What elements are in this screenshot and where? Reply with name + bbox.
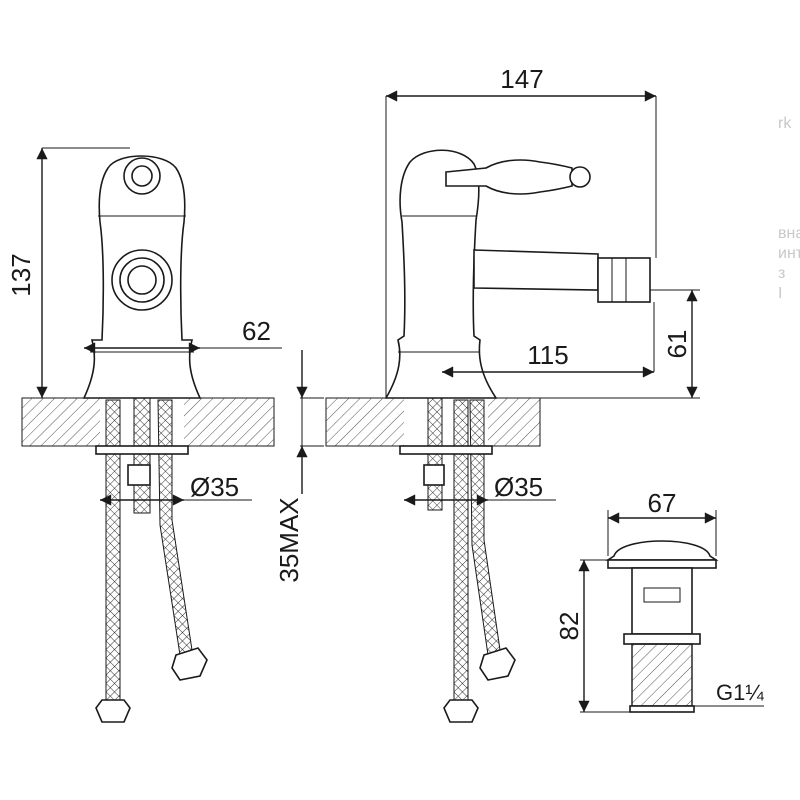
lock-nut-right	[423, 464, 445, 486]
hose-nut-right-2	[479, 647, 516, 681]
hose-nut-left-2	[171, 647, 208, 681]
drain-body	[631, 567, 693, 635]
hose-nut-left-1	[95, 699, 131, 723]
hose-nut-right-1	[443, 699, 479, 723]
countertop-thickness: 35MAX	[274, 350, 324, 583]
pop-up-drain: 67 82 G1¼	[554, 488, 764, 713]
dim-115: 115	[527, 340, 568, 370]
watermark-logo: rk	[778, 115, 792, 132]
watermark-line-4: I	[778, 285, 782, 302]
faucet-body-side	[384, 149, 498, 399]
hose-left-1	[105, 399, 121, 701]
washer-right	[399, 445, 493, 455]
threaded-stud-left	[133, 397, 151, 514]
drain-thread	[631, 643, 693, 707]
washer-left	[95, 445, 189, 455]
dim-147: 147	[500, 64, 543, 94]
front-view: 137 62 Ø35	[6, 147, 282, 723]
dim-d35-left: Ø35	[190, 472, 239, 502]
side-view: 147 115 61 Ø35	[325, 64, 700, 723]
watermark: rk вна инта з I	[778, 115, 800, 302]
drain-cap	[605, 540, 719, 561]
watermark-line-2: инта	[778, 245, 800, 262]
watermark-line-1: вна	[778, 225, 800, 242]
dim-67: 67	[648, 488, 677, 518]
dim-35max: 35MAX	[274, 497, 304, 582]
hose-right-1	[453, 399, 469, 701]
dim-137: 137	[6, 253, 36, 296]
bidet-spout	[473, 249, 599, 291]
dim-82: 82	[554, 612, 584, 641]
dim-61: 61	[662, 330, 692, 359]
lever-handle	[445, 159, 573, 195]
watermark-line-3: з	[778, 265, 785, 282]
dim-d35-right: Ø35	[494, 472, 543, 502]
spout-aerator	[597, 257, 651, 303]
dim-62: 62	[242, 316, 271, 346]
lock-nut-left	[127, 464, 151, 486]
dim-g114: G1¼	[716, 680, 764, 705]
